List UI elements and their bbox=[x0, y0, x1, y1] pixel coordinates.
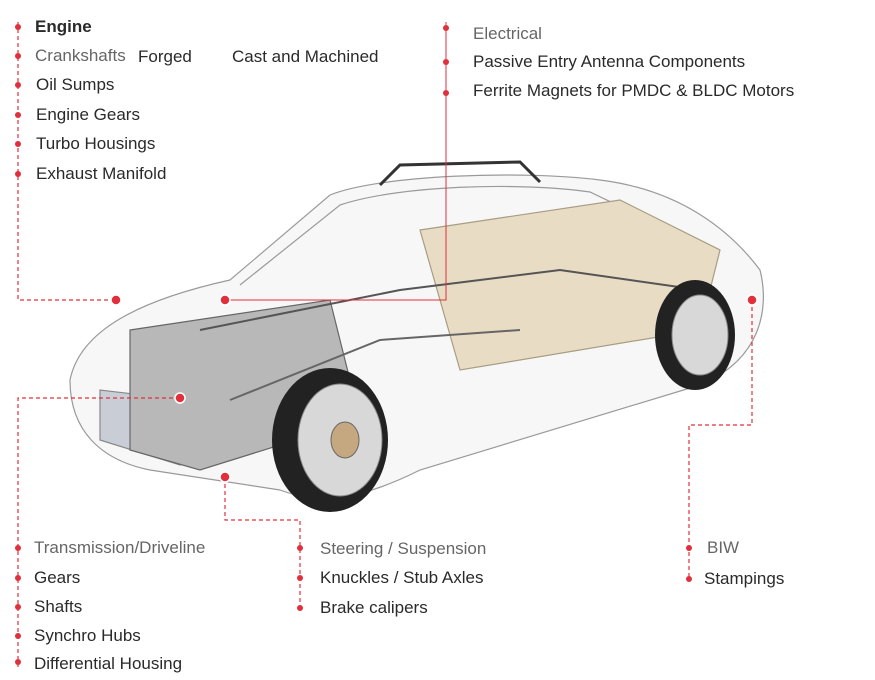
wheel-rear bbox=[655, 280, 735, 390]
electrical-connector bbox=[225, 22, 447, 301]
transmission-hotspot bbox=[174, 392, 186, 404]
transmission-heading: Transmission/Driveline bbox=[34, 538, 206, 557]
biw-heading: BIW bbox=[707, 538, 740, 557]
hotspot-markers bbox=[110, 294, 758, 483]
wheel-front bbox=[272, 368, 388, 512]
crankshafts-cast: Cast and Machined bbox=[232, 47, 379, 66]
engine-item: Exhaust Manifold bbox=[36, 164, 167, 183]
transmission-item: Shafts bbox=[34, 597, 83, 616]
transmission-item: Differential Housing bbox=[34, 654, 183, 673]
car-illustration bbox=[69, 160, 764, 499]
electrical-item: Ferrite Magnets for PMDC & BLDC Motors bbox=[473, 81, 795, 100]
steering-heading: Steering / Suspension bbox=[320, 539, 487, 558]
engine-item: Engine Gears bbox=[36, 105, 140, 124]
engine-item: Oil Sumps bbox=[36, 75, 115, 94]
steering-hotspot bbox=[219, 471, 231, 483]
electrical-hotspot bbox=[219, 294, 231, 306]
biw-hotspot bbox=[746, 294, 758, 306]
steering-connector bbox=[224, 477, 301, 610]
engine-heading: Engine bbox=[35, 17, 92, 36]
biw-connector bbox=[688, 300, 753, 580]
engine-item: Turbo Housings bbox=[36, 134, 156, 153]
engine-hotspot bbox=[110, 294, 122, 306]
electrical-item: Passive Entry Antenna Components bbox=[473, 52, 746, 71]
bullet-dots bbox=[15, 24, 692, 665]
biw-item: Stampings bbox=[704, 569, 785, 588]
electrical-heading: Electrical bbox=[473, 24, 542, 43]
crankshafts-label: Crankshafts bbox=[35, 46, 126, 65]
transmission-connector bbox=[17, 397, 180, 668]
transmission-item: Synchro Hubs bbox=[34, 626, 141, 645]
steering-item: Brake calipers bbox=[320, 598, 428, 617]
transmission-item: Gears bbox=[34, 568, 81, 587]
steering-item: Knuckles / Stub Axles bbox=[320, 568, 484, 587]
crankshafts-forged: Forged bbox=[138, 47, 192, 66]
